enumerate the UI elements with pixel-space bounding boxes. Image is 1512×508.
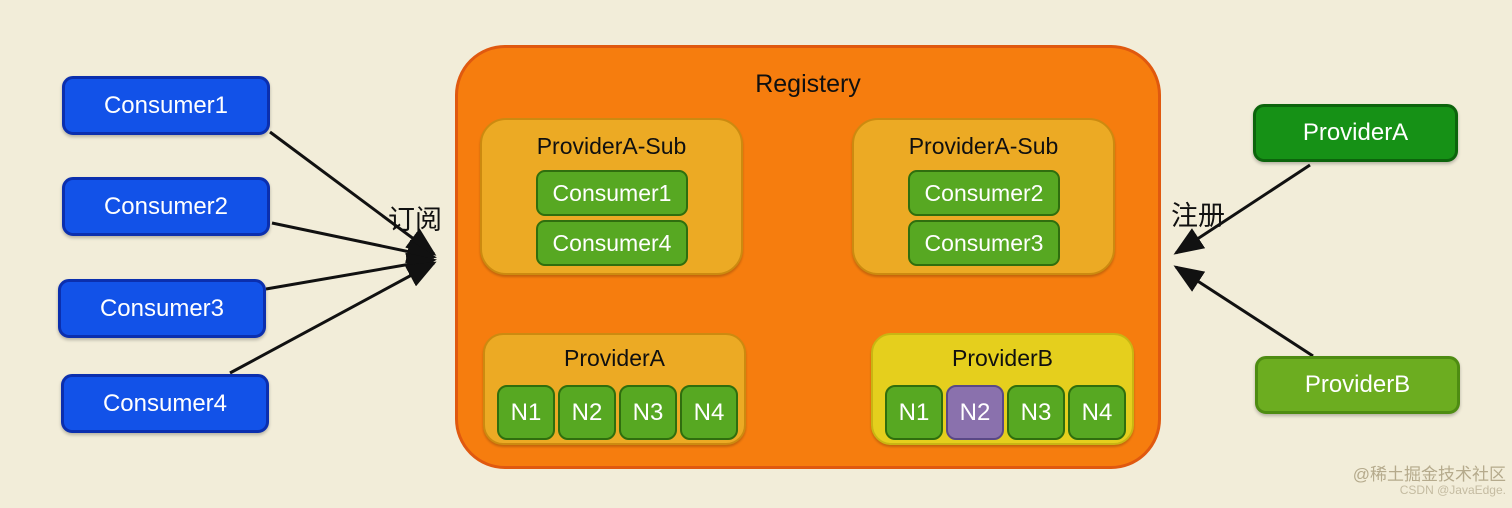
node-n1: N1 xyxy=(497,385,555,440)
node-n3: N3 xyxy=(619,385,677,440)
registry-title: Registery xyxy=(755,70,861,98)
node-n3: N3 xyxy=(1007,385,1065,440)
providerA-nodes-group: ProviderA N1 N2 N3 N4 xyxy=(483,333,746,445)
sub-member-consumer2: Consumer2 xyxy=(908,170,1060,216)
registry-container: Registery ProviderA-Sub Consumer1 Consum… xyxy=(455,45,1161,469)
consumer1-box: Consumer1 xyxy=(62,76,270,135)
sub-member-consumer4: Consumer4 xyxy=(536,220,688,266)
sub-member-consumer1: Consumer1 xyxy=(536,170,688,216)
register-label: 注册 xyxy=(1171,201,1225,231)
arrow-providerB-register xyxy=(1173,265,1314,358)
node-n2: N2 xyxy=(558,385,616,440)
providerB-box: ProviderB xyxy=(1255,356,1460,414)
providerA-sub-title: ProviderA-Sub xyxy=(536,133,687,159)
sub-member-consumer3: Consumer3 xyxy=(908,220,1060,266)
watermark-community: @稀土掘金技术社区 xyxy=(1352,465,1506,484)
arrow-consumer3-subscribe xyxy=(265,252,437,291)
consumer2-box: Consumer2 xyxy=(62,177,270,236)
consumer3-box: Consumer3 xyxy=(58,279,266,338)
subscribe-label: 订阅 xyxy=(388,205,442,235)
providerA-sub-group-1: ProviderA-Sub Consumer1 Consumer4 xyxy=(480,118,743,275)
node-n2-highlighted: N2 xyxy=(946,385,1004,440)
providerB-node-row: N1 N2 N3 N4 xyxy=(885,385,1126,440)
watermark-author: CSDN @JavaEdge. xyxy=(1399,482,1506,497)
providerA-sub-title: ProviderA-Sub xyxy=(908,133,1059,159)
providerA-group-title: ProviderA xyxy=(564,345,665,371)
providerA-box: ProviderA xyxy=(1253,104,1458,162)
providerB-nodes-group: ProviderB N1 N2 N3 N4 xyxy=(871,333,1134,445)
providerB-group-title: ProviderB xyxy=(952,345,1053,371)
watermark: @稀土掘金技术社区 CSDN @JavaEdge. xyxy=(1353,466,1506,496)
node-n1: N1 xyxy=(885,385,943,440)
consumer4-box: Consumer4 xyxy=(61,374,269,433)
node-n4: N4 xyxy=(1068,385,1126,440)
providerA-node-row: N1 N2 N3 N4 xyxy=(497,385,738,440)
providerA-sub-group-2: ProviderA-Sub Consumer2 Consumer3 xyxy=(852,118,1115,275)
node-n4: N4 xyxy=(680,385,738,440)
